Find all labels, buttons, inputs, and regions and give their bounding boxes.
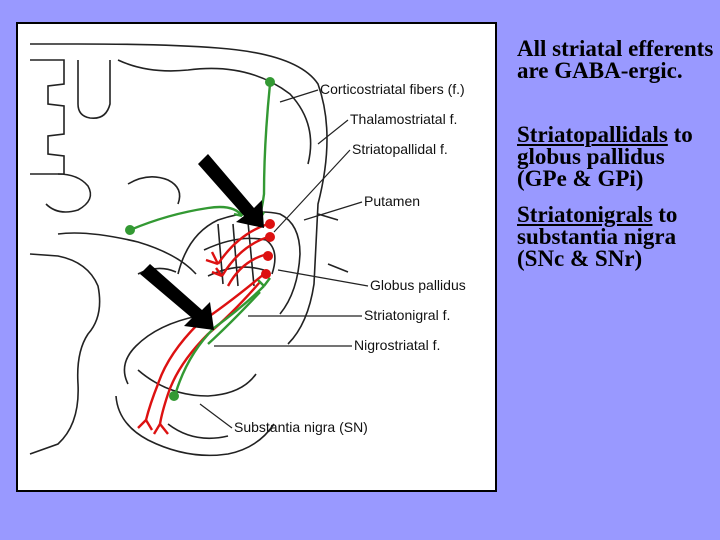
afferent-cell-bodies (125, 77, 275, 401)
bullet-striatopallidal: Striatopallidals to globus pallidus (GPe… (517, 122, 717, 191)
label-striatopallidal: Striatopallidal f. (352, 141, 448, 157)
brain-section-outline (29, 43, 349, 457)
striatum-pathway-diagram: Corticostriatal fibers (f.) Thalamostria… (16, 22, 497, 492)
cortical-neuron-body (265, 77, 275, 87)
nigral-neuron-body (169, 391, 179, 401)
striatopallidal-term: Striatopallidals (517, 122, 668, 147)
label-putamen: Putamen (364, 193, 420, 209)
slide-bullets: All striatal efferents are GABA-ergic. S… (517, 36, 717, 271)
striatal-efferent-fibers (137, 222, 269, 435)
thalamic-neuron-body (125, 225, 135, 235)
neuron-body-4 (261, 269, 271, 279)
neuron-body-1 (265, 219, 275, 229)
striatopallidal-text: to globus pallidus (GPe & GPi) (517, 122, 693, 191)
neuron-body-3 (263, 251, 273, 261)
label-substantia-nigra: Substantia nigra (SN) (234, 419, 368, 435)
bullet-striatonigral: Striatonigrals to substantia nigra (SNc … (517, 202, 717, 271)
striatonigral-term: Striatonigrals (517, 202, 653, 227)
label-corticostriatal: Corticostriatal fibers (f.) (320, 81, 465, 97)
diagram-svg: Corticostriatal fibers (f.) Thalamostria… (29, 43, 466, 457)
black-arrows (140, 154, 264, 330)
striatonigral-text: to substantia nigra (SNc & SNr) (517, 202, 678, 271)
striatal-neuron-bodies (261, 219, 275, 279)
neuron-body-2 (265, 232, 275, 242)
bullet-gaba-text: All striatal efferents are GABA-ergic. (517, 36, 714, 83)
label-nigrostriatal: Nigrostriatal f. (354, 337, 440, 353)
bullet-gaba: All striatal efferents are GABA-ergic. (517, 36, 717, 83)
label-leader-lines (199, 89, 369, 429)
label-striatonigral: Striatonigral f. (364, 307, 450, 323)
arrow-to-pallidus (140, 264, 214, 330)
label-thalamostriatal: Thalamostriatal f. (350, 111, 457, 127)
arrow-to-putamen (198, 154, 264, 228)
label-globus-pallidus: Globus pallidus (370, 277, 466, 293)
